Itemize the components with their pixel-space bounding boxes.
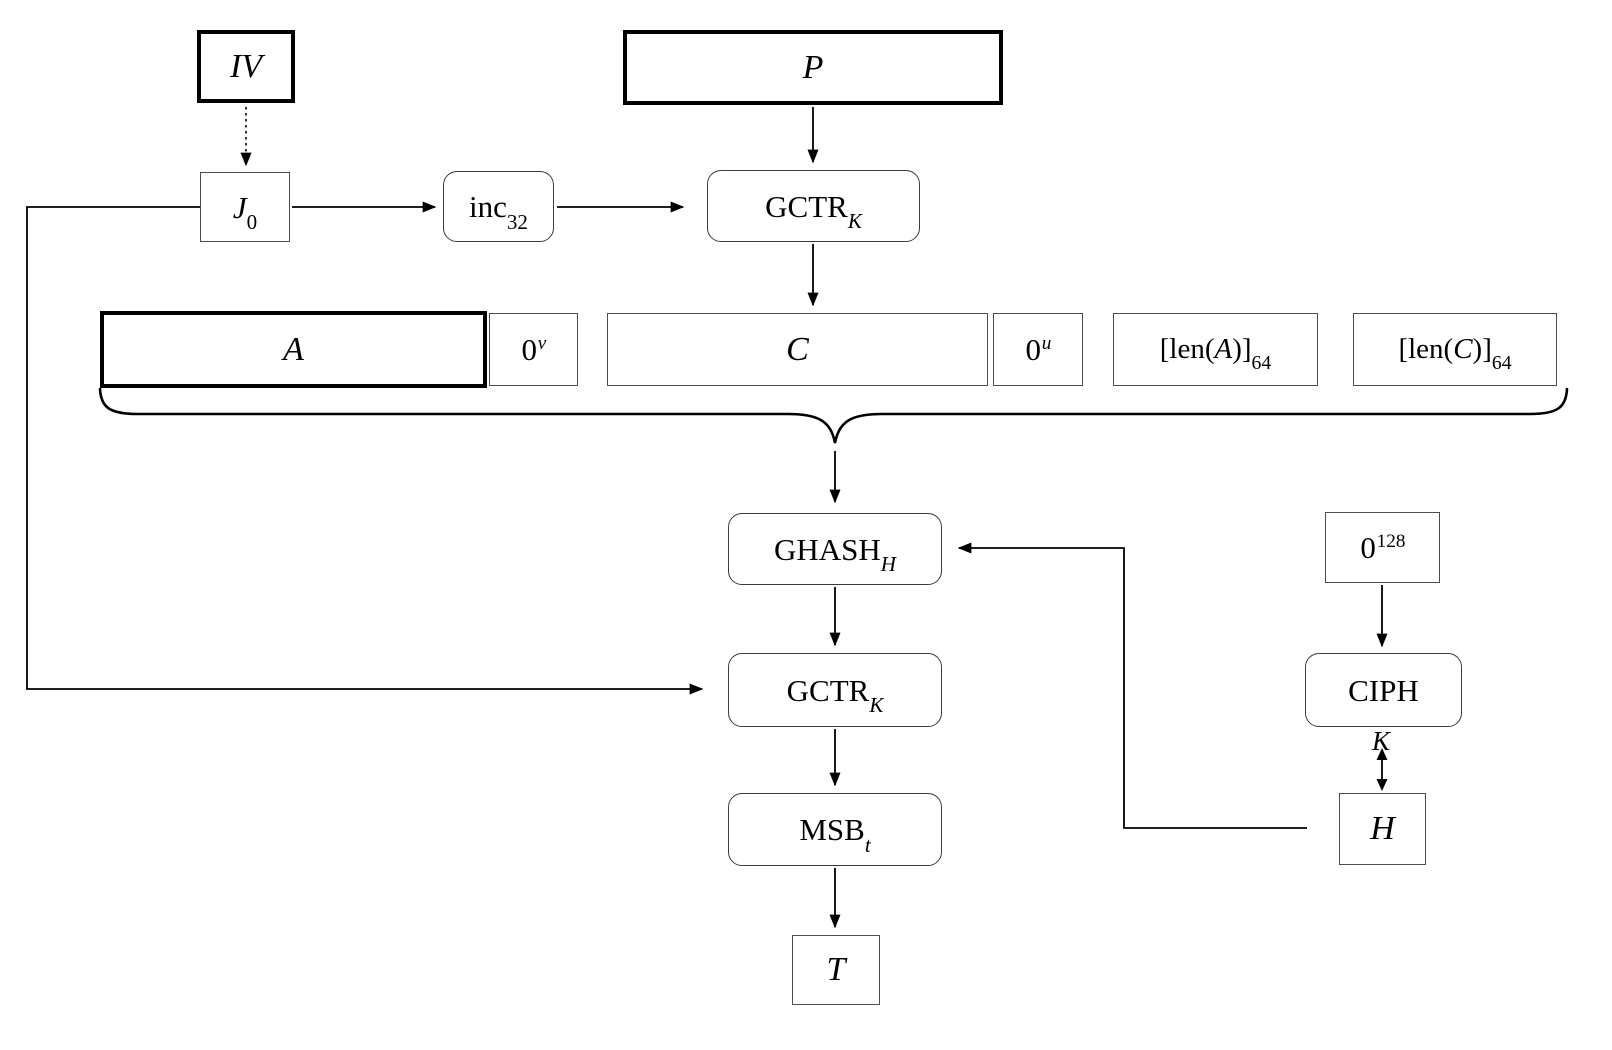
aad-label: A — [283, 330, 304, 368]
ghash-box: GHASHH — [728, 513, 942, 585]
arrow-h-to-ghash — [957, 542, 1307, 829]
gctr-top-box: GCTRK — [707, 170, 920, 242]
len-a-box: [len(A)]64 — [1113, 313, 1318, 386]
ciphertext-box: C — [607, 313, 988, 386]
hash-subkey-label: H — [1370, 810, 1395, 847]
len-a-label: [len(A)]64 — [1159, 333, 1272, 375]
aad-box: A — [100, 311, 487, 388]
arrow-j0-feedback-to-gctr — [26, 206, 704, 695]
zero-128-box: 0128 — [1325, 512, 1440, 583]
len-c-box: [len(C)]64 — [1353, 313, 1557, 386]
key-edge-label: K — [1371, 726, 1390, 756]
zero-pad-u-box: 0u — [993, 313, 1083, 386]
tag-label: T — [826, 951, 846, 988]
iv-box: IV — [197, 30, 295, 103]
hash-subkey-box: H — [1339, 793, 1426, 865]
plaintext-label: P — [802, 48, 824, 86]
plaintext-box: P — [623, 30, 1003, 105]
inc32-label: inc32 — [469, 189, 528, 234]
zero-pad-v-box: 0v — [489, 313, 578, 386]
gctr-mid-label: GCTRK — [786, 672, 884, 718]
gctr-top-label: GCTRK — [765, 188, 862, 234]
ciph-label: CIPH — [1348, 672, 1419, 708]
zero-pad-u-label: 0u — [1025, 332, 1052, 367]
concatenation-brace — [98, 387, 1569, 444]
gctr-mid-box: GCTRK — [728, 653, 942, 727]
iv-label: IV — [229, 47, 263, 85]
j0-label: J0 — [232, 189, 258, 235]
msb-label: MSBt — [799, 812, 871, 857]
ciph-box: CIPH — [1305, 653, 1462, 727]
inc32-box: inc32 — [443, 171, 554, 242]
zero-pad-v-label: 0v — [521, 332, 547, 367]
ciphertext-label: C — [786, 330, 809, 368]
ghash-label: GHASHH — [773, 531, 897, 577]
zero-128-label: 0128 — [1360, 530, 1406, 565]
j0-box: J0 — [200, 172, 290, 242]
tag-box: T — [792, 935, 880, 1005]
arrow-ciph-to-h — [1376, 748, 1388, 791]
len-c-label: [len(C)]64 — [1398, 333, 1512, 375]
msb-box: MSBt — [728, 793, 942, 866]
